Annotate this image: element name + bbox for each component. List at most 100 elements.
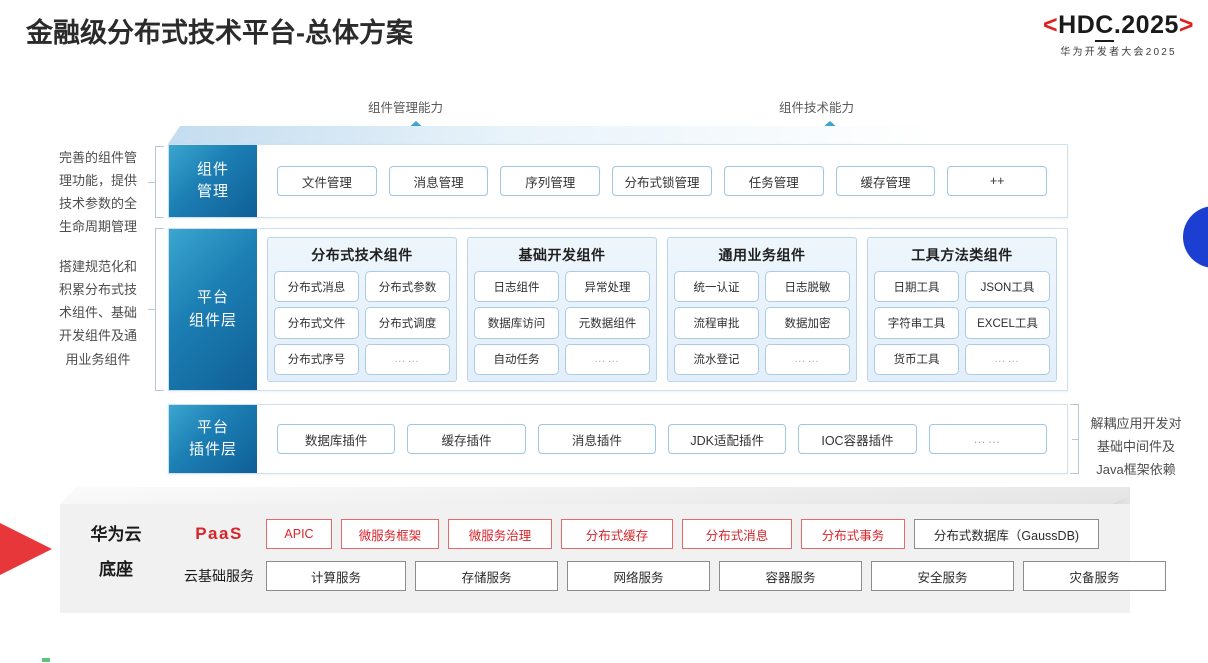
service-container[interactable]: 容器服务 — [719, 561, 862, 591]
group-utility-methods: 工具方法类组件 日期工具 JSON工具 字符串工具 EXCEL工具 货币工具 …… — [867, 237, 1057, 382]
layer-label-line-1: 管理 — [196, 183, 229, 200]
chip-message-management[interactable]: 消息管理 — [388, 166, 489, 196]
chip-task-management[interactable]: 任务管理 — [723, 166, 824, 196]
cell-log-masking[interactable]: 日志脱敏 — [765, 271, 850, 303]
side-note-left-bottom-line-1: 积累分布式技 — [58, 282, 137, 298]
hdc-logo-main: <HDC.2025> — [1043, 11, 1194, 42]
layer-label-line-1: 组件层 — [188, 311, 237, 329]
hdc-logo-pre: HD — [1058, 11, 1096, 39]
layer-label-line-0: 平台 — [196, 289, 229, 306]
group-grid-common-business: 统一认证 日志脱敏 流程审批 数据加密 流水登记 …… — [674, 271, 850, 375]
side-note-left-top: 完善的组件管 理功能，提供 技术参数的全 生命周期管理 — [34, 146, 162, 239]
layer-body-platform-plugins: 数据库插件 缓存插件 消息插件 JDK适配插件 IOC容器插件 …… — [257, 405, 1067, 473]
cell-excel-util[interactable]: EXCEL工具 — [965, 307, 1050, 339]
layer-body-component-management: 文件管理 消息管理 序列管理 分布式锁管理 任务管理 缓存管理 ++ — [257, 145, 1067, 217]
service-network[interactable]: 网络服务 — [567, 561, 710, 591]
layer-label-line-0: 平台 — [196, 418, 229, 436]
service-compute[interactable]: 计算服务 — [266, 561, 406, 591]
cell-process-approval[interactable]: 流程审批 — [674, 307, 759, 339]
cell-util-more[interactable]: …… — [965, 343, 1050, 375]
group-common-business: 通用业务组件 统一认证 日志脱敏 流程审批 数据加密 流水登记 …… — [667, 237, 857, 382]
service-apic[interactable]: APIC — [266, 519, 332, 549]
cell-data-encryption[interactable]: 数据加密 — [765, 307, 850, 339]
service-distributed-cache[interactable]: 分布式缓存 — [561, 519, 673, 549]
cell-distributed-message[interactable]: 分布式消息 — [274, 271, 359, 303]
side-note-left-bottom-line-4: 用业务组件 — [65, 351, 131, 367]
chip-add-more[interactable]: ++ — [947, 166, 1048, 196]
group-title-distributed-tech: 分布式技术组件 — [311, 247, 413, 263]
cell-currency-util[interactable]: 货币工具 — [874, 343, 959, 375]
cell-date-util[interactable]: 日期工具 — [874, 271, 959, 303]
cell-distributed-file[interactable]: 分布式文件 — [274, 307, 359, 339]
chip-jdk-adapter-plugin[interactable]: JDK适配插件 — [667, 424, 787, 454]
bracket-left-top-tick — [148, 182, 155, 183]
chip-file-management[interactable]: 文件管理 — [277, 166, 377, 196]
group-grid-basic-development: 日志组件 异常处理 数据库访问 元数据组件 自动任务 …… — [474, 271, 650, 375]
base-title-line-0: 华为云 — [90, 525, 142, 544]
bracket-left-bottom-tick — [148, 309, 155, 310]
group-grid-distributed-tech: 分布式消息 分布式参数 分布式文件 分布式调度 分布式序号 …… — [274, 271, 450, 375]
hdc-logo-underlined: C — [1095, 11, 1114, 42]
cell-transaction-register[interactable]: 流水登记 — [674, 343, 759, 375]
cell-distributed-schedule[interactable]: 分布式调度 — [365, 307, 450, 339]
cell-auto-task[interactable]: 自动任务 — [474, 343, 559, 375]
base-row-basic-services: 云基础服务 计算服务 存储服务 网络服务 容器服务 安全服务 灾备服务 — [172, 560, 1186, 592]
blue-circle-decoration — [1183, 206, 1208, 268]
cell-distributed-sequence[interactable]: 分布式序号 — [274, 343, 359, 375]
service-distributed-message[interactable]: 分布式消息 — [682, 519, 792, 549]
layer-label-line-1: 插件层 — [188, 441, 237, 458]
side-note-right: 解耦应用开发对 基础中间件及 Java框架依赖 — [1072, 412, 1200, 481]
cell-metadata-component[interactable]: 元数据组件 — [565, 307, 650, 339]
side-note-right-line-2: Java框架依赖 — [1096, 462, 1176, 478]
cell-database-access[interactable]: 数据库访问 — [474, 307, 559, 339]
layer-label-line-0: 组件 — [196, 160, 229, 178]
service-microservice-framework[interactable]: 微服务框架 — [341, 519, 439, 549]
cell-basic-more[interactable]: …… — [565, 343, 650, 375]
group-title-basic-development: 基础开发组件 — [518, 247, 606, 263]
cell-string-util[interactable]: 字符串工具 — [874, 307, 959, 339]
cell-exception-handling[interactable]: 异常处理 — [565, 271, 650, 303]
chip-sequence-management[interactable]: 序列管理 — [500, 166, 601, 196]
arrow-label-component-technology: 组件技术能力 — [779, 101, 855, 115]
stack-3d-top-face — [168, 126, 1068, 144]
red-wedge-decoration — [0, 497, 52, 601]
chip-distributed-lock-management[interactable]: 分布式锁管理 — [612, 166, 712, 196]
chip-ioc-container-plugin[interactable]: IOC容器插件 — [798, 424, 917, 454]
cell-json-util[interactable]: JSON工具 — [965, 271, 1050, 303]
bracket-left-bottom — [155, 228, 164, 391]
cell-business-more[interactable]: …… — [765, 343, 850, 375]
layer-platform-components: 平台 组件层 分布式技术组件 分布式消息 分布式参数 分布式文件 分布式调度 分… — [168, 228, 1068, 391]
chip-cache-plugin[interactable]: 缓存插件 — [407, 424, 526, 454]
bracket-left-top — [155, 146, 164, 218]
service-disaster-recovery[interactable]: 灾备服务 — [1023, 561, 1166, 591]
cell-log-component[interactable]: 日志组件 — [474, 271, 559, 303]
side-note-left-bottom-line-0: 搭建规范化和 — [58, 259, 137, 274]
service-distributed-transaction[interactable]: 分布式事务 — [801, 519, 905, 549]
side-note-right-line-1: 基础中间件及 — [1096, 439, 1175, 455]
cell-distributed-more[interactable]: …… — [365, 343, 450, 375]
group-distributed-tech: 分布式技术组件 分布式消息 分布式参数 分布式文件 分布式调度 分布式序号 …… — [267, 237, 457, 382]
base-title: 华为云 底座 — [62, 518, 170, 588]
chip-plugin-more[interactable]: …… — [928, 424, 1047, 454]
angle-bracket-left-icon: < — [1043, 11, 1059, 39]
hdc-logo-subtitle: 华为开发者大会2025 — [1060, 47, 1177, 58]
service-microservice-governance[interactable]: 微服务治理 — [448, 519, 552, 549]
group-basic-development: 基础开发组件 日志组件 异常处理 数据库访问 元数据组件 自动任务 …… — [467, 237, 657, 382]
service-distributed-database-gaussdb[interactable]: 分布式数据库（GaussDB) — [914, 519, 1099, 549]
service-storage[interactable]: 存储服务 — [415, 561, 558, 591]
side-note-left-bottom: 搭建规范化和 积累分布式技 术组件、基础 开发组件及通 用业务组件 — [34, 255, 162, 371]
cell-distributed-params[interactable]: 分布式参数 — [365, 271, 450, 303]
cell-unified-auth[interactable]: 统一认证 — [674, 271, 759, 303]
service-security[interactable]: 安全服务 — [871, 561, 1014, 591]
group-title-common-business: 通用业务组件 — [718, 247, 806, 263]
green-marker-decoration — [42, 658, 50, 662]
base-row-label-paas: PaaS — [195, 524, 243, 543]
chip-database-plugin[interactable]: 数据库插件 — [277, 424, 396, 454]
layer-label-platform-plugins: 平台 插件层 — [169, 405, 257, 473]
chip-message-plugin[interactable]: 消息插件 — [537, 424, 656, 454]
side-note-right-line-0: 解耦应用开发对 — [1090, 416, 1182, 431]
chip-cache-management[interactable]: 缓存管理 — [835, 166, 936, 196]
base-service-rows: PaaS APIC 微服务框架 微服务治理 分布式缓存 分布式消息 分布式事务 … — [172, 518, 1186, 602]
arrow-label-component-management: 组件管理能力 — [368, 101, 444, 115]
